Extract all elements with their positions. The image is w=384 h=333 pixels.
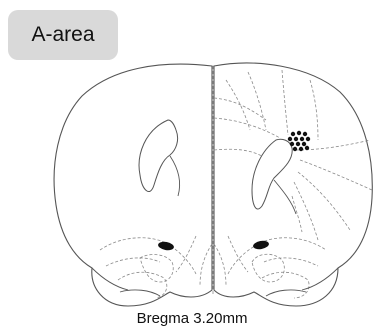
left-lower-outlines xyxy=(92,268,160,296)
right-lower-outlines xyxy=(266,268,338,296)
left-lower-structures xyxy=(100,236,212,298)
injection-site-dots xyxy=(288,131,310,151)
right-region-boundaries xyxy=(214,70,372,240)
left-black-marker xyxy=(157,241,174,252)
bregma-caption: Bregma 3.20mm xyxy=(0,310,384,327)
right-black-marker xyxy=(252,240,269,251)
left-ventricle-inner xyxy=(170,156,180,196)
right-lower-structures xyxy=(214,236,326,298)
left-hemisphere-outline xyxy=(54,64,212,306)
left-ventricle-shape xyxy=(139,120,178,192)
right-ventricle-shape xyxy=(252,139,292,209)
